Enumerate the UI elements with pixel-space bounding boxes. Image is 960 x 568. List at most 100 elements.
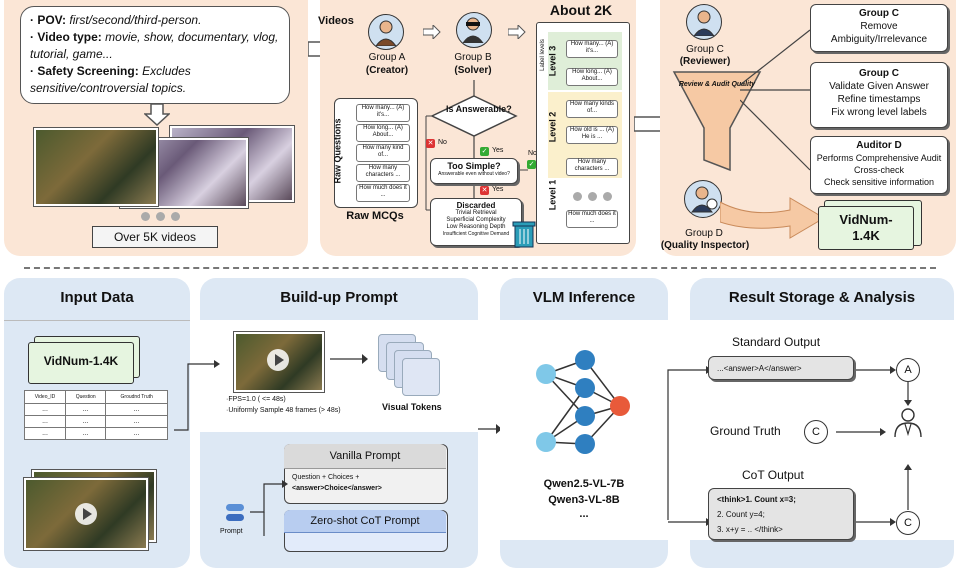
- right-arrow-icon: [508, 25, 526, 39]
- table-cell: ...: [23, 427, 67, 440]
- input-table: Video_ID Question Groudnd Truth ........…: [23, 390, 168, 440]
- right-arrow-icon: [478, 424, 502, 434]
- standard-answer-box: ...<answer>A</answer>: [708, 356, 854, 380]
- table-header: Question: [65, 390, 107, 404]
- output-arrow-icon: [720, 197, 825, 239]
- result-title: Result Storage & Analysis: [728, 289, 916, 306]
- yes-label: Yes: [492, 147, 504, 154]
- discarded-reason: Superficial Complexity: [446, 217, 506, 223]
- ground-truth-label: Ground Truth: [710, 424, 781, 438]
- raw-mcq-item: How many characters ...: [356, 164, 410, 182]
- level-item: How many kinds of...: [566, 100, 618, 118]
- dataset-label: VidNum-1.4K: [43, 354, 119, 368]
- table-cell: ...: [65, 403, 107, 416]
- creator-person-icon: [375, 20, 397, 46]
- result-connectors: [667, 366, 912, 526]
- safety-label: Safety Screening:: [37, 64, 139, 78]
- cot-c-circle: C: [896, 511, 920, 535]
- section-divider: [24, 267, 936, 269]
- box1-title: Group C: [859, 8, 899, 19]
- solver-person-icon: [462, 17, 484, 43]
- too-simple-sub: Answerable even without video?: [438, 171, 510, 177]
- vanilla-body: Question + Choices +: [292, 474, 360, 481]
- table-cell: ...: [23, 403, 67, 416]
- right-arrow-icon: [423, 25, 441, 39]
- discarded-reason: Low Reasoning Depth: [446, 224, 506, 230]
- model-name: ...: [579, 508, 589, 520]
- model-name: Qwen2.5-VL-7B: [543, 478, 625, 490]
- cot-output-label: CoT Output: [742, 468, 804, 482]
- level-1-label: Level 1: [547, 179, 558, 211]
- video-frame-front: [34, 128, 158, 206]
- videos-label: Videos: [318, 15, 354, 27]
- dataset-doc-front: VidNum-1.4K: [28, 342, 134, 384]
- level-2-label: Level 2: [547, 111, 558, 143]
- about-2k-label: About 2K: [549, 2, 613, 18]
- token-card: [402, 358, 440, 396]
- yes-icon: ✓: [480, 147, 489, 156]
- box2-line: Fix wrong level labels: [831, 107, 927, 118]
- vidnum-doc-front: VidNum- 1.4K: [818, 206, 914, 250]
- box2-line: Refine timestamps: [837, 94, 921, 105]
- raw-mcq-item: How many kind of...: [356, 144, 410, 162]
- model-name: Qwen3-VL-8B: [548, 494, 620, 506]
- cot-answer-box: <think>1. Count x=3; 2. Count y=4; 3. x+…: [708, 488, 854, 540]
- no-icon: ✕: [480, 186, 489, 195]
- table-cell: ...: [23, 415, 67, 428]
- ground-truth-circle: C: [804, 420, 828, 444]
- level-3-label: Level 3: [547, 45, 558, 77]
- down-arrow-icon: [144, 104, 170, 126]
- level-item: How many characters ...: [566, 158, 618, 176]
- safety-text: Excludes sensitive/controversial topics.: [30, 64, 191, 95]
- level-item: How many... (A) it's...: [566, 40, 618, 58]
- cot-line: 3. x+y = .. </think>: [717, 525, 783, 534]
- level-item: How old is ... (A) He is ...: [566, 126, 618, 144]
- group-a-label: Group A: [368, 52, 406, 63]
- too-simple-box: Too Simple? Answerable even without vide…: [430, 158, 518, 184]
- prompt-toggle-icon: [226, 504, 244, 522]
- box3-line: Performs Comprehensive Audit: [816, 153, 942, 163]
- raw-mcq-item: How long... (A) About...: [356, 124, 410, 142]
- fps-line: ·FPS=1.0 ( <= 48s): [226, 396, 286, 403]
- auditor-d-box: Auditor D Performs Comprehensive Audit C…: [810, 136, 948, 194]
- discarded-reason: Insufficient Cognitive Demand: [442, 231, 510, 237]
- discarded-reason: Trivial Retrieval: [455, 210, 497, 216]
- zero-shot-title: Zero-shot CoT Prompt: [284, 510, 446, 533]
- group-b-role: (Solver): [454, 65, 492, 76]
- table-cell: ...: [65, 427, 107, 440]
- right-arrow-icon: [330, 354, 368, 364]
- input-data-title: Input Data: [60, 289, 134, 306]
- raw-mcq-item: How much does it ...: [356, 184, 410, 202]
- prompt-label: Prompt: [220, 528, 243, 535]
- table-cell: ...: [105, 403, 168, 416]
- criteria-box: [20, 6, 290, 104]
- pov-text: first/second/third-person.: [69, 13, 202, 27]
- table-header: Groudnd Truth: [105, 390, 168, 404]
- connector-lines: [740, 29, 811, 171]
- vanilla-answer: <answer>Choice</answer>: [292, 485, 382, 492]
- visual-tokens-label: Visual Tokens: [382, 402, 442, 412]
- more-dots: [138, 208, 183, 226]
- vanilla-title: Vanilla Prompt: [284, 444, 446, 469]
- box3-title: Auditor D: [856, 140, 902, 151]
- raw-mcq-item: How many... (A) it's...: [356, 104, 410, 122]
- video-type-text: movie, show, documentary, vlog, tutorial…: [30, 30, 279, 61]
- standard-answer-text: ...<answer>A</answer>: [717, 364, 802, 373]
- yes-icon: ✓: [527, 160, 536, 169]
- more-dots: [570, 188, 615, 206]
- no-label: No: [438, 139, 447, 146]
- standard-output-label: Standard Output: [732, 335, 821, 349]
- play-icon: [75, 503, 97, 525]
- group-b-label: Group B: [454, 52, 492, 63]
- box3-line: Check sensitive information: [823, 177, 935, 187]
- prompt-connectors: [174, 360, 288, 536]
- box1-line: Remove: [860, 21, 898, 32]
- too-simple-label: Too Simple?: [447, 161, 501, 171]
- box2-title: Group C: [859, 68, 899, 79]
- table-header: Video_ID: [23, 390, 67, 404]
- fps-line: ·Uniformly Sample 48 frames (> 48s): [226, 407, 341, 414]
- inspector-person-icon: [691, 186, 718, 213]
- no-icon: ✕: [426, 139, 435, 148]
- is-answerable-label: Is Answerable?: [446, 104, 512, 114]
- vlm-title: VLM Inference: [532, 289, 636, 306]
